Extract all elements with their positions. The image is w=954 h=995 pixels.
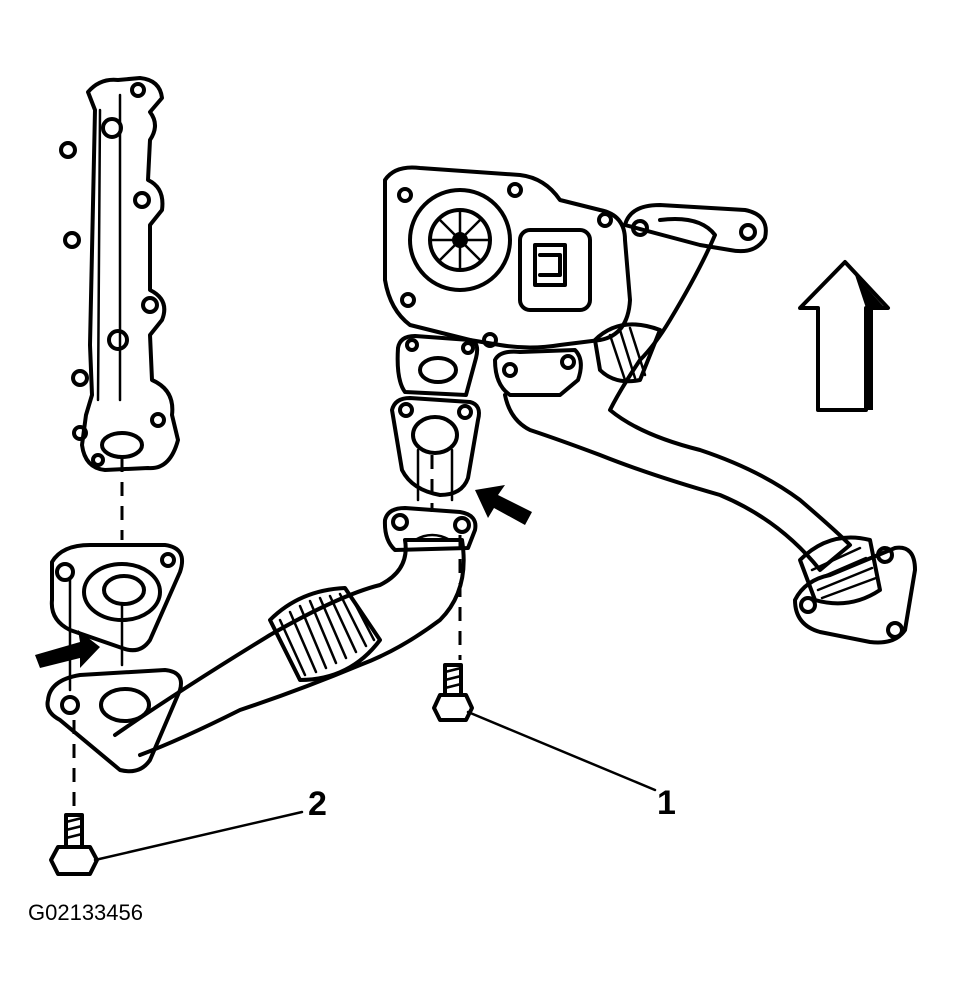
bolt-left [49,813,99,876]
flex-bellows-ribs [278,592,376,677]
front-direction-arrow-icon [798,260,890,412]
turbocharger [383,165,632,350]
gasket-pointer-arrow-left-icon [35,630,100,668]
left-flange-gasket [49,543,185,692]
left-exhaust-manifold [59,76,180,472]
callout-2: 2 [308,785,327,823]
bolt-right [432,663,474,722]
figure-id: G02133456 [28,900,143,925]
crossover-exhaust-pipe [45,506,478,774]
gasket-pointer-arrow-right-icon [475,485,532,525]
callout-1: 1 [657,784,676,822]
leader-line-2 [93,810,304,862]
right-exhaust-downpipe [493,203,917,645]
right-flange-gasket [390,396,481,502]
leader-line-1 [466,710,657,792]
turbo-outlet-flange [395,334,480,397]
